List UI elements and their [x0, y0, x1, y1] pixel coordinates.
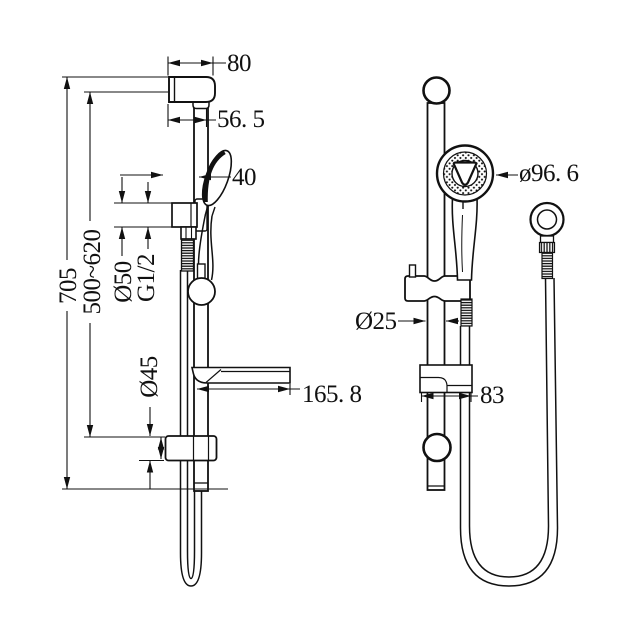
hose-left-view	[179, 270, 203, 587]
shower-handle-front	[451, 197, 478, 281]
shower-handle-side	[197, 213, 214, 281]
holder-ball	[187, 277, 216, 306]
hose-nut	[180, 226, 197, 240]
dim-label-holder-diameter: Ø45	[136, 356, 163, 398]
dim-label-slide-range: 500~620	[79, 229, 106, 315]
spray-selector	[452, 161, 478, 186]
shelf-front	[419, 364, 473, 394]
slider-bracket-side	[164, 435, 218, 462]
dim-label-shelf-depth: 165. 8	[302, 381, 362, 408]
hose-front-view	[459, 277, 559, 587]
dim-label-shelf-width: 83	[480, 382, 505, 409]
dim-label-head-offset: 40	[232, 164, 257, 191]
right-view-front	[404, 76, 565, 587]
hose-knurl-connector	[180, 238, 195, 272]
shower-head-front	[435, 144, 495, 209]
shelf-side	[190, 366, 291, 384]
hose-ring-connector	[529, 201, 565, 280]
dim-label-head-diameter: ø96. 6	[519, 160, 579, 187]
shower-head-side	[201, 149, 233, 217]
rail-bottom-ring	[422, 432, 452, 463]
hose-spring	[460, 298, 473, 327]
dim-label-rail-diameter: Ø25	[355, 308, 397, 335]
holder-lever-pin	[408, 264, 417, 278]
dimension-arrowheads	[63, 59, 508, 489]
holder-stem	[196, 263, 206, 280]
left-view-side	[164, 76, 291, 587]
dim-label-bracket-offset: 56. 5	[217, 106, 265, 133]
water-inlet-elbow	[171, 202, 198, 228]
wall-bracket-top	[168, 76, 216, 110]
rail-top-cap	[422, 76, 451, 105]
dim-label-bracket-width: 80	[227, 50, 252, 77]
